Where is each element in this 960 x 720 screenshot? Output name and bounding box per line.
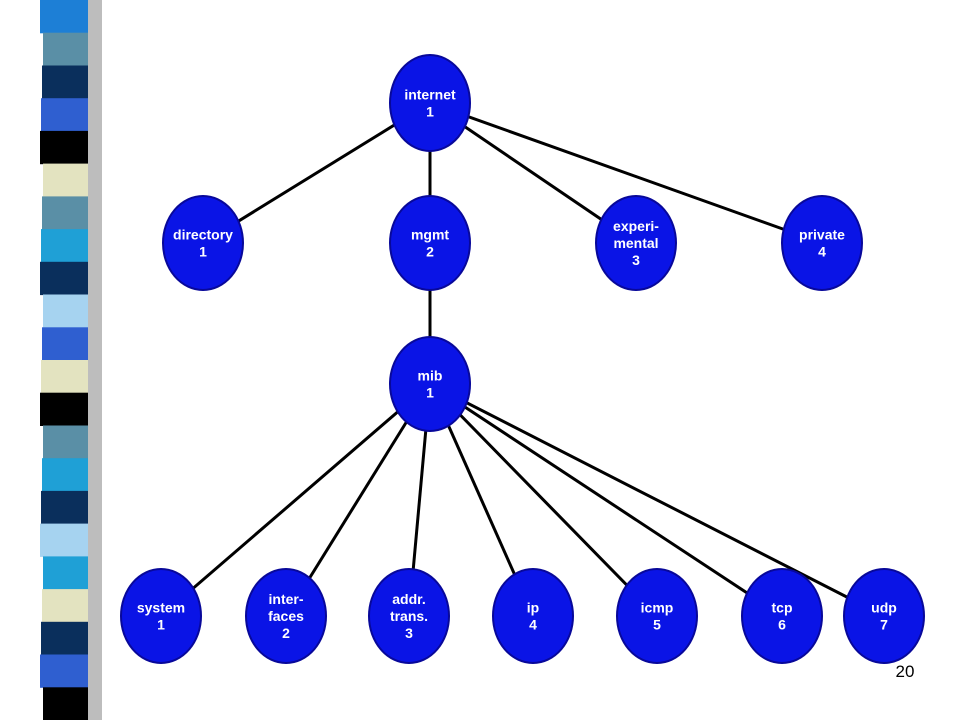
node-label: icmp	[641, 600, 674, 616]
stripe-segment	[41, 98, 88, 132]
stripe-segment	[41, 621, 88, 656]
stripe-segment	[43, 294, 88, 328]
stripe-segment	[42, 458, 88, 492]
stripe-segment	[40, 392, 88, 426]
stripe-segment	[43, 163, 88, 197]
edge-mib-tcp	[429, 382, 783, 618]
node-ellipse	[389, 336, 471, 432]
node-label: 1	[426, 104, 434, 120]
node-ellipse	[120, 568, 202, 664]
node-label: 2	[282, 625, 290, 641]
node-label: udp	[871, 600, 897, 616]
node-label: mib	[418, 368, 443, 384]
edge-internet-directory	[202, 101, 431, 245]
node-label: addr.	[392, 591, 425, 607]
stripe-segment	[43, 687, 88, 720]
node-label: faces	[268, 608, 304, 624]
stripe-segment	[40, 523, 88, 557]
node-label: 5	[653, 617, 661, 633]
node-ellipse	[843, 568, 925, 664]
stripe-segment	[40, 654, 88, 688]
node-ellipse	[616, 568, 698, 664]
node-label: 7	[880, 617, 888, 633]
node-label: directory	[173, 227, 233, 243]
node-label: mgmt	[411, 227, 449, 243]
node-label: tcp	[772, 600, 793, 616]
stripe-segment	[41, 490, 88, 525]
node-ellipse	[492, 568, 574, 664]
stripe-segment	[40, 130, 88, 165]
node-label: 4	[529, 617, 537, 633]
stripe-segment	[41, 360, 88, 394]
node-ellipse	[741, 568, 823, 664]
node-label: internet	[404, 87, 456, 103]
node-ip: ip4	[492, 568, 574, 664]
stripe-segment	[42, 196, 88, 230]
stripe-shadow	[88, 0, 102, 720]
node-ellipse	[389, 54, 471, 152]
stripe-segment	[42, 327, 88, 361]
edge-mib-udp	[429, 382, 885, 618]
node-label: private	[799, 227, 845, 243]
edge-mib-system	[160, 382, 431, 618]
node-label: 4	[818, 244, 826, 260]
node-ellipse	[245, 568, 327, 664]
edges-layer	[160, 101, 885, 618]
node-label: trans.	[390, 608, 428, 624]
node-label: 1	[426, 385, 434, 401]
node-label: 6	[778, 617, 786, 633]
stripe-segment	[43, 556, 88, 590]
decorative-stripe-bar	[40, 0, 102, 720]
node-label: 3	[405, 625, 413, 641]
node-label: 1	[199, 244, 207, 260]
edge-internet-private	[429, 101, 823, 245]
stripe-segment	[40, 261, 88, 296]
stripe-segment	[40, 0, 88, 34]
node-label: 3	[632, 252, 640, 268]
node-label: 1	[157, 617, 165, 633]
node-label: 2	[426, 244, 434, 260]
node-ellipse	[389, 195, 471, 291]
stripe-segment	[42, 589, 88, 623]
node-label: ip	[527, 600, 539, 616]
node-label: mental	[613, 235, 658, 251]
node-ellipse	[162, 195, 244, 291]
page-number: 20	[895, 662, 915, 681]
stripe-segment	[43, 425, 88, 459]
node-label: inter-	[269, 591, 304, 607]
stripe-segment	[41, 229, 88, 263]
node-label: system	[137, 600, 185, 616]
node-label: experi-	[613, 218, 659, 234]
nodes-layer: internet1directory1mgmt2experi-mental3pr…	[120, 54, 925, 664]
node-addr-trans: addr.trans.3	[368, 568, 450, 664]
node-ellipse	[368, 568, 450, 664]
node-ellipse	[595, 195, 677, 291]
stripe-segment	[43, 32, 88, 66]
node-ellipse	[781, 195, 863, 291]
stripe-segment	[42, 65, 88, 99]
edge-mib-icmp	[428, 382, 659, 618]
